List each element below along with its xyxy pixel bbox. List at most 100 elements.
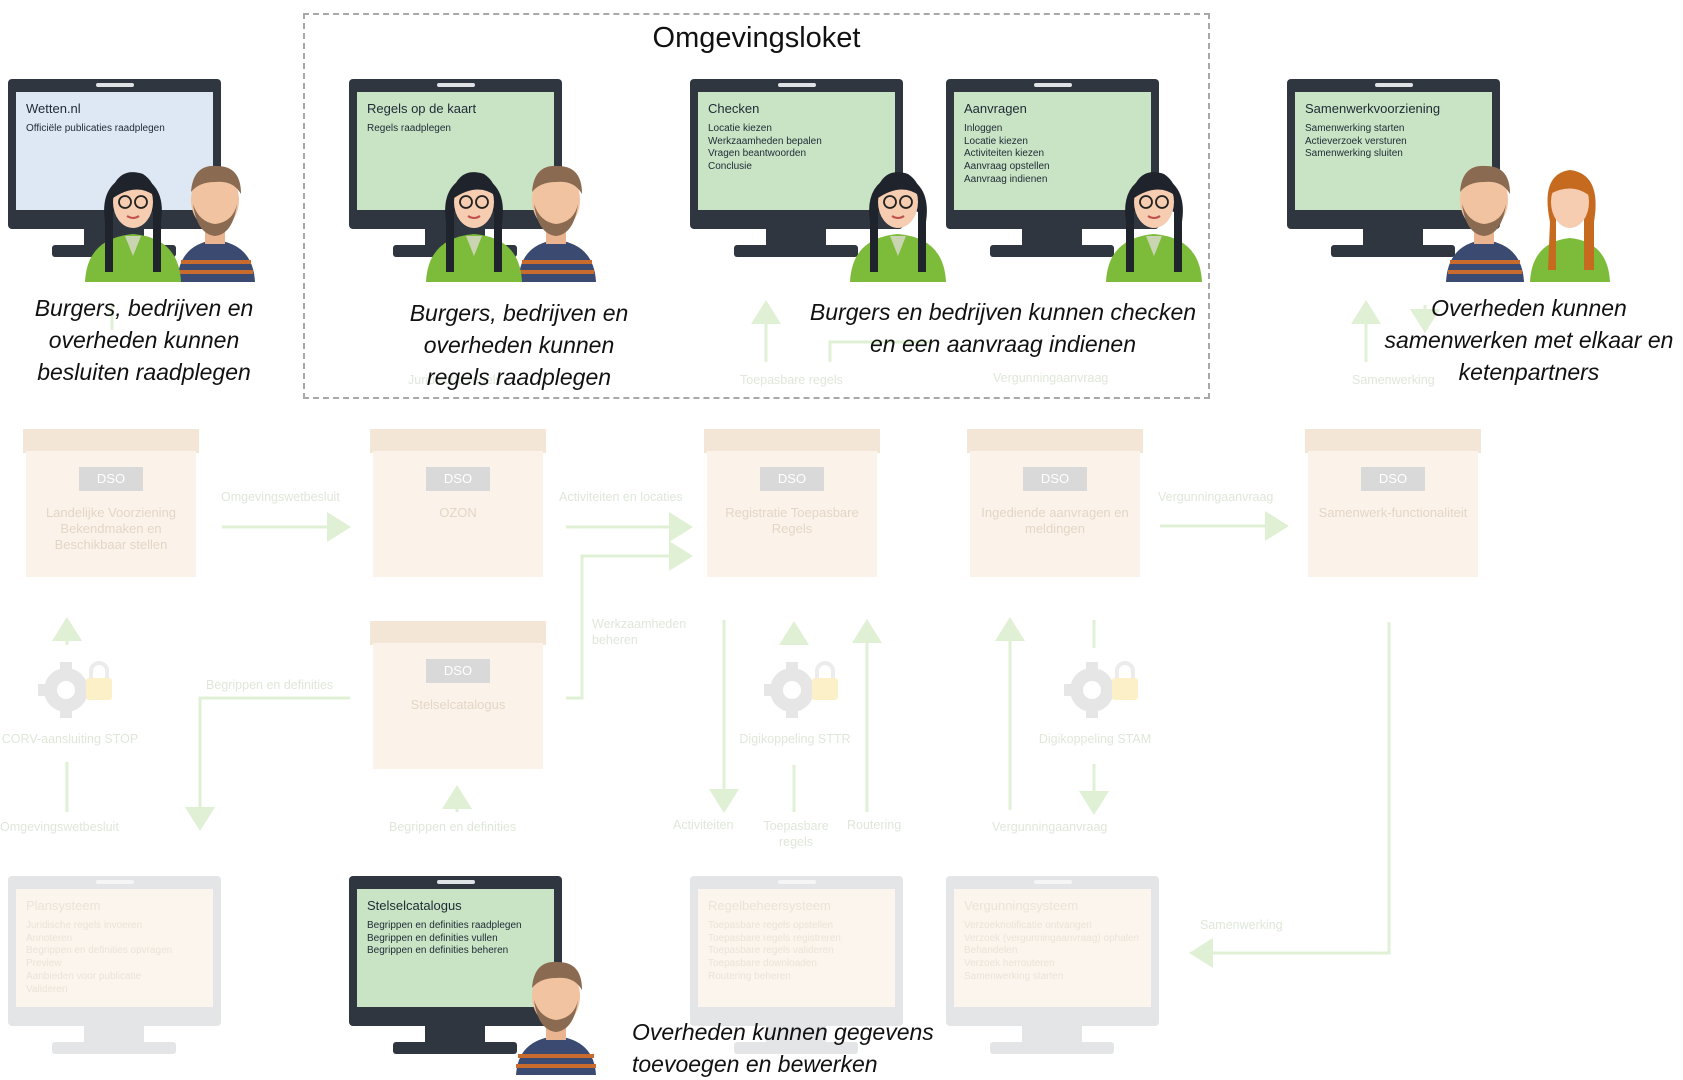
dso-box-lvbb[interactable]: DSO Landelijke Voorziening Bekendmaken e… [23,429,199,577]
list-item: Annoteren [26,932,73,944]
monitor-plansysteem[interactable]: Plansysteem Juridische regels invoeren A… [8,876,221,1054]
caption-line: Burgers, bedrijven en [409,300,629,326]
list-item: Begrippen en definities raadplegen [367,920,522,931]
monitor-title: Regelbeheersysteem [708,898,831,913]
monitor-list: Juridische regels invoeren Annoteren Beg… [26,920,172,996]
monitor-vergunningsysteem[interactable]: Vergunningsysteem Verzoeknotificatie ont… [946,876,1159,1054]
dso-box-label: Landelijke Voorziening Bekendmaken en Be… [45,505,177,552]
gear-lock-icon-stop [38,661,112,718]
list-item: Werkzaamheden bepalen [708,135,822,147]
avatar-woman-icon [850,172,946,282]
arrow-samenwerking [1189,622,1391,968]
dso-tag: DSO [426,659,490,683]
caption-line: Overheden kunnen [1431,295,1627,321]
connector-label-sttr: Digikoppeling STTR [739,732,851,746]
dso-tag: DSO [426,467,490,491]
list-item: Begrippen en definities beheren [367,945,509,957]
list-item: Vragen beantwoorden [708,148,807,160]
caption-line: Burgers en bedrijven kunnen checken [809,299,1197,325]
flow-label-activiteiten-locaties: Activiteiten en locaties [559,490,683,504]
monitor-title: Stelselcatalogus [367,898,462,913]
dso-box-ingediend[interactable]: DSO Ingediende aanvragen en meldingen [967,429,1143,577]
caption-line: en een aanvraag indienen [869,331,1136,357]
avatar-woman-icon [1106,172,1202,282]
monitor-checken[interactable]: Checken Locatie kiezen Werkzaamheden bep… [690,79,903,257]
dso-box-stelselcatalogus[interactable]: DSO Stelselcatalogus [370,621,546,769]
list-item: Officiële publicaties raadplegen [26,123,165,134]
list-item: Verzoek herrouteren [964,958,1055,970]
list-item: Verzoeknotificatie ontvangen [964,920,1092,931]
dso-box-label: OZON [439,505,477,520]
list-item: Locatie kiezen [964,135,1028,147]
dso-tag: DSO [1361,467,1425,491]
caption-wetten: Burgers, bedrijven en overheden kunnen b… [10,292,278,388]
dso-box-label: Samenwerk-functionaliteit [1318,505,1468,520]
flow-label-toepasbare-top: Toepasbare regels [740,373,843,387]
avatar-pair-icon [426,165,596,282]
flow-label-begrippen-left: Begrippen en definities [206,678,334,692]
monitor-stelselcatalogus[interactable]: Stelselcatalogus Begrippen en definities… [349,876,562,1054]
dso-box-rtr[interactable]: DSO Registratie Toepasbare Regels [704,429,880,577]
flow-label-omgevingswetbesluit-bottom: Omgevingswetbesluit [0,820,119,834]
dso-box-label: Stelselcatalogus [410,697,506,712]
list-item: Preview [26,958,62,970]
flow-label-juridische-regels: Juridische regels [408,373,502,387]
monitor-list: Samenwerking starten Actieverzoek verstu… [1305,123,1407,161]
connector-label-stop: CORV-aansluiting STOP [1,732,139,746]
list-item: Juridische regels invoeren [26,920,143,931]
dso-tag: DSO [760,467,824,491]
flow-label-omgevingswetbesluit: Omgevingswetbesluit [221,490,340,504]
monitor-list: Locatie kiezen Werkzaamheden bepalen Vra… [708,123,822,174]
monitor-list: Toepasbare regels opstellen Toepasbare r… [708,920,841,984]
avatar-pair-icon [1446,165,1610,282]
monitor-regelbeheersysteem[interactable]: Regelbeheersysteem Toepasbare regels ops… [690,876,903,1054]
arrow-begrippen-left [185,696,350,831]
list-item: Activiteiten kiezen [964,148,1045,160]
monitor-samenwerkvoorziening[interactable]: Samenwerkvoorziening Samenwerking starte… [1287,79,1500,257]
list-item: Actieverzoek versturen [1305,135,1407,147]
gear-lock-icon-sttr [764,661,838,718]
caption-line: overheden kunnen [48,327,240,353]
dso-box-ozon[interactable]: DSO OZON [370,429,546,577]
caption-line: regels raadplegen [426,364,612,390]
list-item: Regels raadplegen [367,123,451,134]
list-item: Conclusie [708,161,752,173]
dso-box-samenwerk[interactable]: DSO Samenwerk-functionaliteit [1305,429,1481,577]
list-item: Locatie kiezen [708,123,772,134]
arrow-werkzaamheden [566,541,693,700]
arrow-vergunning-loket [828,340,930,362]
monitor-title: Plansysteem [26,898,101,913]
monitor-list: Inloggen Locatie kiezen Activiteiten kie… [964,123,1050,187]
list-item: Toepasbare downloaden [708,958,817,970]
dso-box-label: Registratie Toepasbare Regels [725,505,859,536]
omgevingsloket-title: Omgevingsloket [652,22,861,54]
list-item: Samenwerking starten [964,970,1064,982]
monitor-title: Regels op de kaart [367,101,477,116]
caption-stelsel: Overheden kunnen gegevens toevoegen en b… [632,1016,952,1080]
caption-line: Overheden kunnen gegevens [632,1019,934,1045]
caption-line: samenwerken met elkaar en [1384,327,1674,353]
caption-line: Burgers, bedrijven en [34,295,254,321]
caption-line: ketenpartners [1458,359,1600,385]
list-item: Toepasbare regels opstellen [708,920,834,931]
monitor-list: Verzoeknotificatie ontvangen Verzoek (ve… [964,920,1139,984]
flow-label-routering: Routering [847,818,902,832]
dso-tag: DSO [79,467,143,491]
list-item: Behandelen [964,945,1018,957]
flow-label-begrippen-bottom: Begrippen en definities [389,820,517,834]
monitor-aanvragen[interactable]: Aanvragen Inloggen Locatie kiezen Activi… [946,79,1159,257]
caption-samenwerk: Overheden kunnen samenwerken met elkaar … [1376,292,1682,388]
connector-label-stam: Digikoppeling STAM [1038,732,1152,746]
flow-label-werkzaamheden: Werkzaamheden beheren [592,617,687,647]
list-item: Aanvraag indienen [964,173,1048,185]
flow-label-vergunning-top: Vergunningaanvraag [993,371,1109,385]
flow-label-samenwerking-top: Samenwerking [1352,373,1435,387]
avatar-man-icon [516,961,596,1075]
caption-line: besluiten raadplegen [37,359,251,385]
list-item: Verzoek (vergunningaanvraag) ophalen [964,932,1140,944]
monitor-title: Wetten.nl [26,101,81,116]
list-item: Toepasbare regels registreren [708,932,841,944]
flow-label-activiteiten: Activiteiten [673,818,734,832]
monitor-list: Regels raadplegen [367,123,451,136]
caption-checken: Burgers en bedrijven kunnen checken en e… [800,296,1206,360]
